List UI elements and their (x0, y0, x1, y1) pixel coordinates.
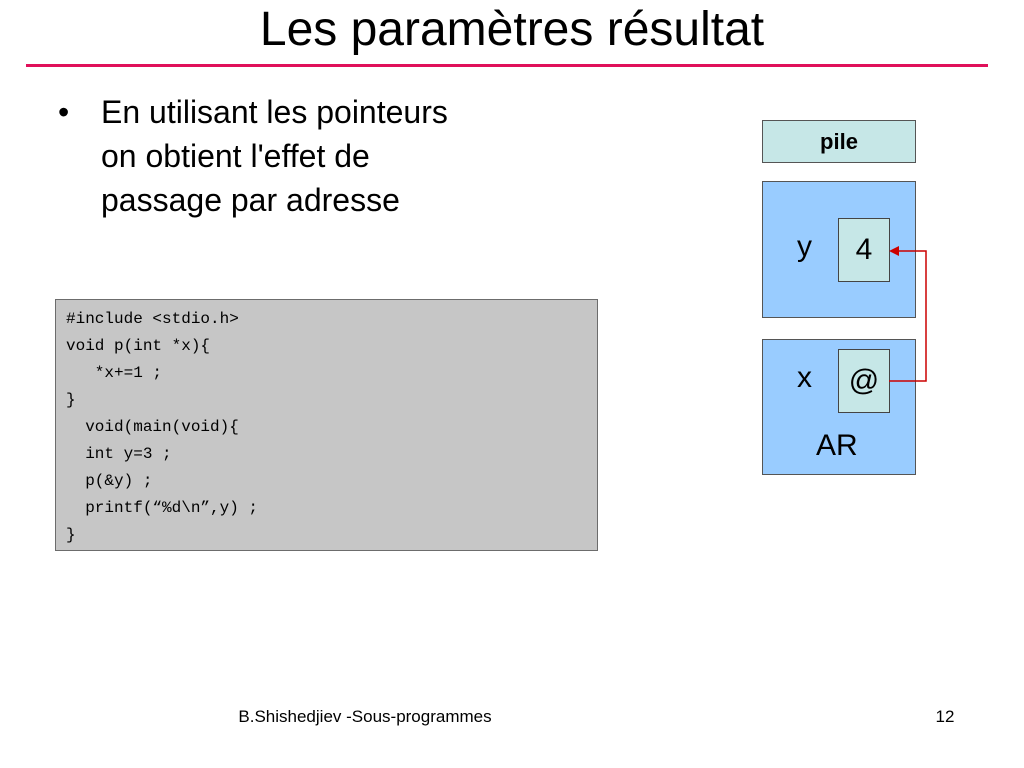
stack-frame-ar: x @ AR (762, 339, 916, 475)
variable-label-y: y (797, 230, 812, 263)
variable-label-x: x (797, 361, 812, 394)
activation-record-label: AR (816, 429, 858, 462)
bullet-line: passage par adresse (101, 182, 400, 218)
title-underline (26, 64, 988, 67)
stack-frame-main: y 4 (762, 181, 916, 318)
stack-header: pile (762, 120, 916, 163)
code-line: void(main(void){ (66, 418, 239, 436)
bullet-text: En utilisant les pointeurs on obtient l'… (101, 90, 571, 222)
code-listing: #include <stdio.h> void p(int *x){ *x+=1… (55, 299, 598, 551)
variable-cell-x: @ (838, 349, 890, 413)
code-line: } (66, 526, 76, 544)
code-line: printf(“%d\n”,y) ; (66, 499, 259, 517)
code-line: p(&y) ; (66, 472, 153, 490)
slide-title: Les paramètres résultat (259, 3, 765, 56)
code-line: } (66, 391, 76, 409)
footer-author: B.Shishedjiev -Sous-programmes (238, 707, 492, 726)
code-line: void p(int *x){ (66, 337, 211, 355)
bullet-line: on obtient l'effet de (101, 138, 370, 174)
bullet-line: En utilisant les pointeurs (101, 94, 448, 130)
bullet-marker: • (58, 94, 70, 130)
page-number: 12 (935, 707, 955, 726)
code-line: int y=3 ; (66, 445, 172, 463)
variable-cell-y: 4 (838, 218, 890, 282)
code-line: #include <stdio.h> (66, 310, 239, 328)
code-line: *x+=1 ; (66, 364, 163, 382)
